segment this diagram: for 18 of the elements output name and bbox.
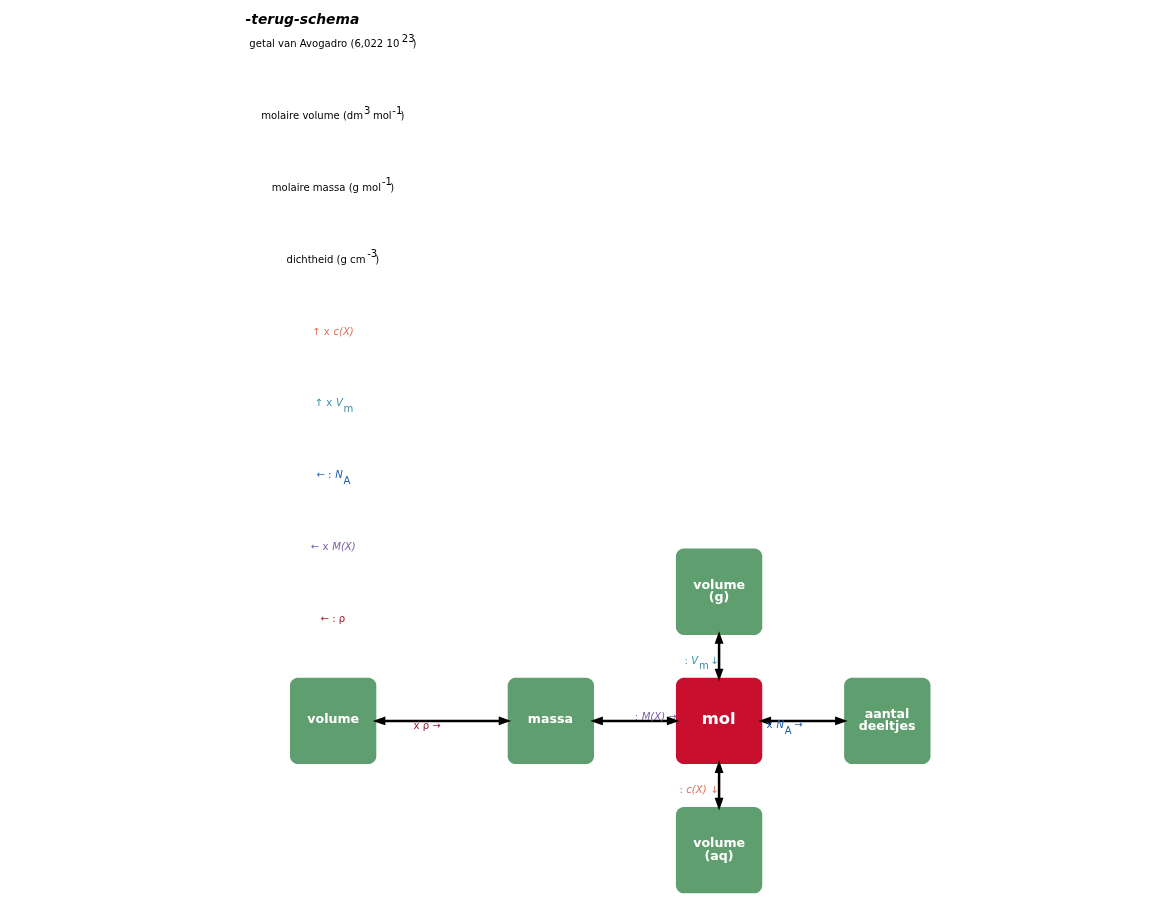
edge-label: : c(X) ↓ bbox=[679, 783, 719, 795]
node-box: volume (aq) bbox=[675, 806, 763, 894]
arrow bbox=[758, 716, 848, 726]
arrow bbox=[714, 631, 724, 682]
node-box: massa bbox=[507, 677, 594, 765]
arrow bbox=[714, 760, 724, 811]
node-box: volume (g) bbox=[675, 548, 763, 635]
diagram-title: -terug-schema bbox=[245, 10, 360, 27]
node-box: mol bbox=[675, 677, 763, 765]
edge-label: : M(X) → bbox=[634, 710, 677, 722]
label: ← x M(X) bbox=[310, 541, 356, 553]
label: ↑ x c(X) bbox=[312, 325, 354, 337]
arrow bbox=[590, 716, 680, 726]
edge-label: x ρ → bbox=[413, 719, 441, 731]
arrow bbox=[372, 716, 512, 726]
label: ← : ρ bbox=[320, 613, 346, 625]
node-box: aantal deeltjes bbox=[844, 677, 931, 765]
node-box: volume bbox=[290, 677, 377, 765]
